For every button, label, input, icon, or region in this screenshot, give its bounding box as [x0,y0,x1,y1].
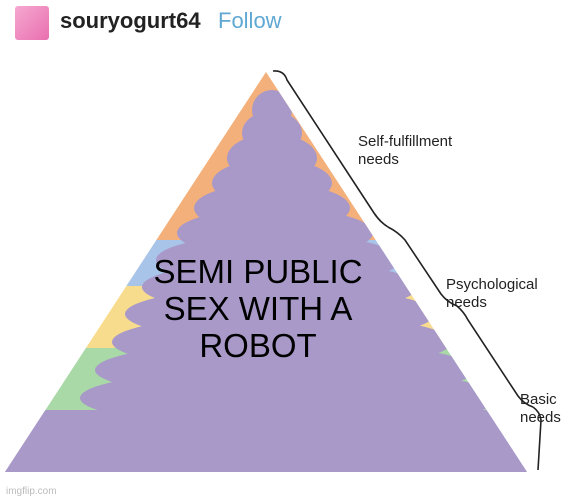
follow-button[interactable]: Follow [218,8,282,33]
label-line: needs [520,409,561,426]
overlay-caption: SEMI PUBLIC SEX WITH A ROBOT [153,253,363,364]
purple-blob [5,90,527,472]
label-line: needs [446,294,487,311]
level-label-self-fulfillment: Self-fulfillment needs [358,133,452,169]
label-line: Self-fulfillment [358,133,453,150]
username[interactable]: souryogurt64 [60,8,201,33]
label-line: Psychological [446,276,538,293]
bracket-lines [272,70,542,471]
label-line: Basic [520,391,557,408]
level-label-basic: Basic needs [520,391,561,427]
level-label-psychological: Psychological needs [446,276,538,312]
imgflip-watermark: imgflip.com [6,486,57,497]
label-line: needs [358,151,399,168]
avatar[interactable] [15,6,49,40]
post-header: souryogurt64 Follow [0,0,570,48]
